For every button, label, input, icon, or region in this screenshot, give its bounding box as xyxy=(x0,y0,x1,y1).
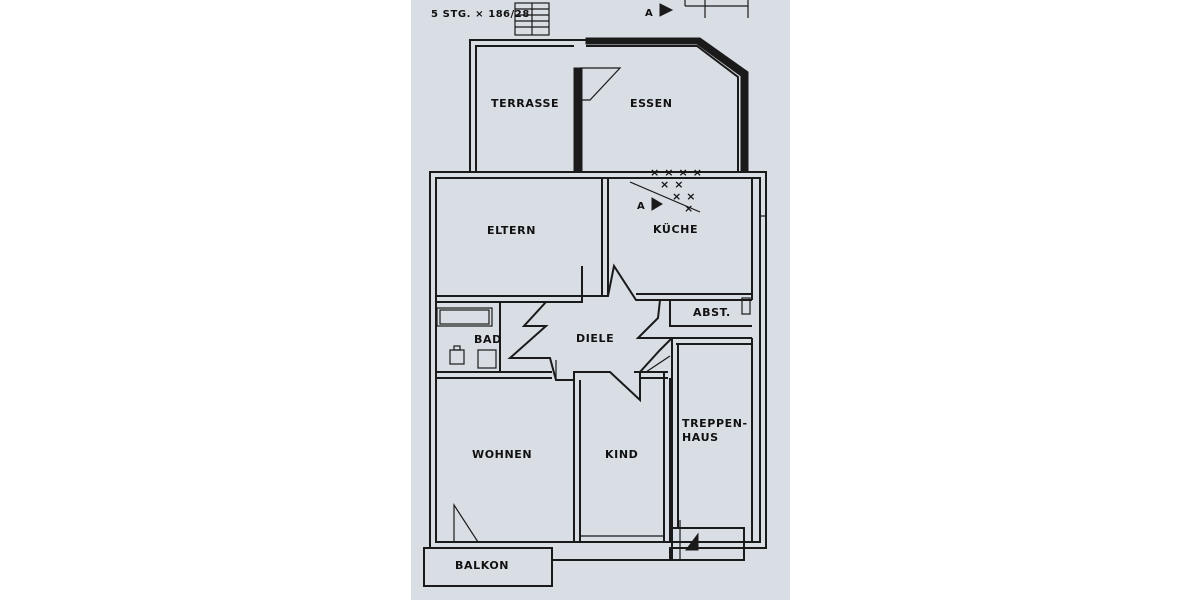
doors xyxy=(555,355,671,380)
svg-text:× ×: × × xyxy=(660,178,684,191)
room-label-treppenhaus-2: HAUS xyxy=(682,431,719,444)
cross-marks: × × × × × × × × × xyxy=(629,166,703,215)
room-label-diele: DIELE xyxy=(576,332,614,345)
bad-fixtures xyxy=(436,307,497,369)
treppenhaus-entrance xyxy=(662,520,745,561)
svg-text:A: A xyxy=(637,201,645,212)
svg-text:× ×: × × xyxy=(672,190,696,203)
interior-walls xyxy=(436,178,753,542)
room-label-treppenhaus-1: TREPPEN- xyxy=(682,417,748,430)
room-label-kind: KIND xyxy=(605,448,638,461)
room-label-bad: BAD xyxy=(474,333,502,346)
svg-text:A: A xyxy=(645,8,653,19)
section-mark-middle: A xyxy=(637,197,663,212)
room-label-wohnen: WOHNEN xyxy=(472,448,532,461)
section-mark-top: A xyxy=(645,0,749,19)
room-label-terrasse: TERRASSE xyxy=(491,97,559,110)
storey-label: 5 STG. × 18 xyxy=(431,9,503,20)
balkon xyxy=(423,502,553,587)
top-stair xyxy=(514,2,550,36)
room-label-essen: ESSEN xyxy=(630,97,673,110)
room-label-balkon: BALKON xyxy=(455,559,509,572)
kueche-fixtures xyxy=(741,215,766,315)
room-label-kueche: KÜCHE xyxy=(653,222,698,236)
room-label-abst: ABST. xyxy=(693,306,731,319)
svg-text:× × × ×: × × × × xyxy=(650,166,703,179)
room-label-eltern: ELTERN xyxy=(487,224,536,237)
diele-opening xyxy=(507,263,675,403)
upper-block-walls xyxy=(469,37,749,173)
svg-text:×: × xyxy=(684,202,694,215)
building-outline xyxy=(429,171,767,561)
